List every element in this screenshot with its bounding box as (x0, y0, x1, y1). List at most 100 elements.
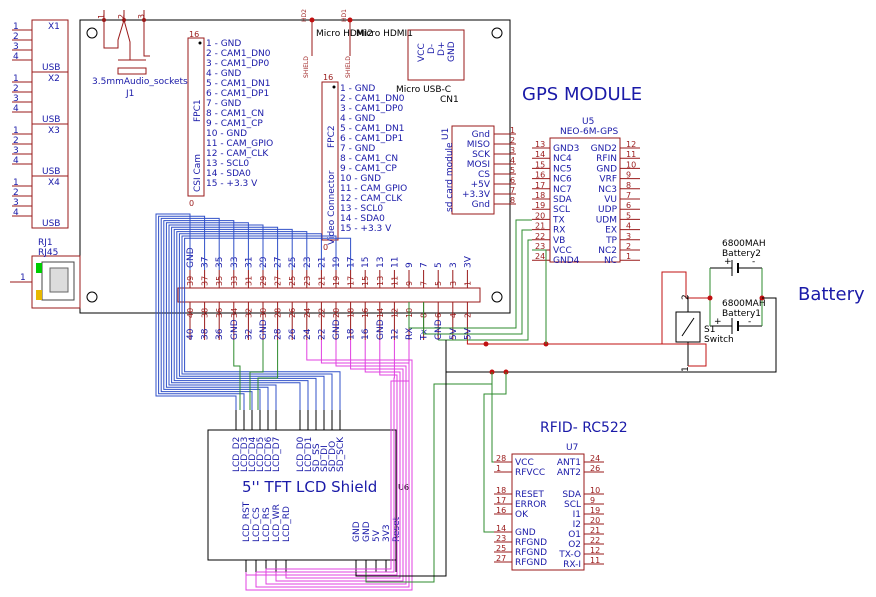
battery1-value: 6800MAH (722, 299, 766, 309)
fpc2-pin: 1 - GND (340, 84, 375, 94)
mount-hole-tr (491, 27, 503, 39)
rfid-left-pin: RFGND (515, 548, 547, 558)
header-top-label: 31 (244, 257, 254, 268)
rfid-right-num: 9 (590, 496, 595, 505)
rfid-right-num: 22 (590, 536, 600, 545)
sd-pin-label: Gnd (472, 200, 490, 210)
gps-left-pin: SDA (553, 195, 572, 205)
gps-right-pin: RFIN (596, 154, 617, 164)
header-bottom-num: 24 (303, 308, 312, 318)
fpc1-pin: 12 - CAM_CLK (206, 149, 269, 159)
lcd-bottom-pin: LCD_RS (262, 507, 272, 542)
rfid-left-pin: RFGND (515, 558, 547, 568)
fpc1-pin: 4 - GND (206, 69, 241, 79)
usb-jack-pin: 2 (13, 188, 19, 198)
lcd-bottom-pin: LCD_WR (272, 504, 282, 542)
fpc1-pin: 6 - CAM1_DP1 (206, 89, 269, 99)
header-bottom-label: GND (230, 319, 240, 340)
gps-right-num: 2 (626, 242, 631, 251)
gps-right-pin: UDM (596, 215, 617, 225)
header-top-num: 23 (303, 276, 312, 286)
rj45-jack: RJ1 RJ45 1 (10, 238, 81, 309)
usb-jack-pin: 2 (13, 32, 19, 42)
header-top-num: 5 (434, 281, 443, 286)
header-top-label: 3 (449, 262, 459, 268)
gps-left-num: 23 (535, 242, 545, 251)
header-bottom-label: GND (376, 319, 386, 340)
battery1-plus: + (714, 317, 722, 327)
rfid-gnd-wire (483, 372, 507, 533)
sd-pin-num: 2 (510, 136, 515, 145)
gps-left-num: 24 (535, 252, 545, 261)
fpc2-bottom: 0 (323, 243, 328, 252)
header-bottom-label: 18 (347, 328, 357, 340)
rfid-left-pin: ERROR (515, 500, 547, 510)
fpc1-pin: 7 - GND (206, 99, 241, 109)
gps-left-num: 17 (535, 181, 545, 190)
rfid-right-pin: SCL (564, 500, 581, 510)
gps-right-pin: GND2 (591, 144, 617, 154)
gps-left-pin: NC4 (553, 154, 572, 164)
hdmi2-name-text: Micro HDMI2 (316, 29, 373, 39)
gps-left-pin: VB (553, 236, 565, 246)
sd-pin-label: +3.3V (462, 190, 491, 200)
header-bottom-num: 18 (347, 308, 356, 318)
usb-jack-ref: X2 (48, 74, 60, 84)
fpc2-connector: 16 0 FPC2 Video Connector 1 - GND2 - CAM… (321, 73, 407, 252)
junction (483, 341, 489, 347)
rfid-right-pin: TX-O (558, 550, 581, 560)
usb-jack-pin: 3 (13, 198, 19, 208)
header-top-label: 33 (230, 257, 240, 268)
switch-pin-2: 2 (681, 294, 691, 300)
header-top-num: 33 (230, 276, 239, 286)
header-top-label: 27 (274, 257, 284, 268)
rfid-left-num: 27 (496, 554, 506, 563)
header-bottom-label: 22 (317, 329, 327, 340)
blue-bus-wire (165, 222, 269, 410)
rfid-right-pin: O2 (568, 540, 581, 550)
fpc2-pin: 4 - GND (340, 114, 375, 124)
usbc-pin-dp: D+ (437, 42, 447, 56)
gps-ref: U5 (582, 117, 594, 127)
rfid-left-num: 23 (496, 534, 506, 543)
gps-right-pin: TP (605, 236, 617, 246)
rfid-left-num: 14 (496, 524, 506, 533)
lcd-bottom-pin: 3V3 (382, 524, 392, 542)
header-bottom-label: 16 (361, 328, 371, 340)
fpc1-pin: 5 - CAM1_DN1 (206, 79, 271, 89)
usb-jack-pin: 3 (13, 94, 19, 104)
fpc1-pin: 10 - GND (206, 129, 247, 139)
rfid-right-pin: SDA (562, 490, 581, 500)
magenta-bus-wire (245, 340, 413, 591)
gps-left-num: 22 (535, 232, 545, 241)
fpc2-pin: 15 - +3.3 V (340, 224, 392, 234)
gps-right-pin: VU (604, 195, 617, 205)
gps-right-num: 10 (626, 160, 636, 169)
header-top-label: 23 (303, 257, 313, 268)
sd-pin-label: MISO (467, 140, 490, 150)
sd-pin-num: 6 (510, 176, 515, 185)
header-top-num: 35 (215, 276, 224, 286)
header-top-num: 9 (405, 281, 414, 286)
fpc1-pin: 1 - GND (206, 39, 241, 49)
gps-left-pin: GND4 (553, 256, 580, 266)
green-wire (257, 340, 279, 410)
header-bottom-label: 26 (288, 328, 298, 340)
green-wire (249, 340, 264, 410)
blue-bus-wire (163, 220, 261, 410)
usb-jack-pin: 4 (13, 52, 19, 62)
rfid-right-pin: RX-I (563, 560, 581, 570)
header-bottom-label: 24 (303, 328, 313, 340)
header-bottom-label: 36 (215, 328, 225, 340)
lcd-top-pin: LCD_D5 (256, 437, 266, 472)
header-top-label: 29 (259, 256, 269, 268)
audio-pin-2: 2 (117, 14, 126, 19)
gps-left-pin: NC6 (553, 175, 572, 185)
usb-jack-pin: 4 (13, 156, 19, 166)
sd-pin-label: Gnd (472, 130, 490, 140)
usb-jack-ref: X1 (48, 22, 60, 32)
rfid-left-pin: RFGND (515, 538, 547, 548)
header-top-num: 37 (201, 276, 210, 286)
